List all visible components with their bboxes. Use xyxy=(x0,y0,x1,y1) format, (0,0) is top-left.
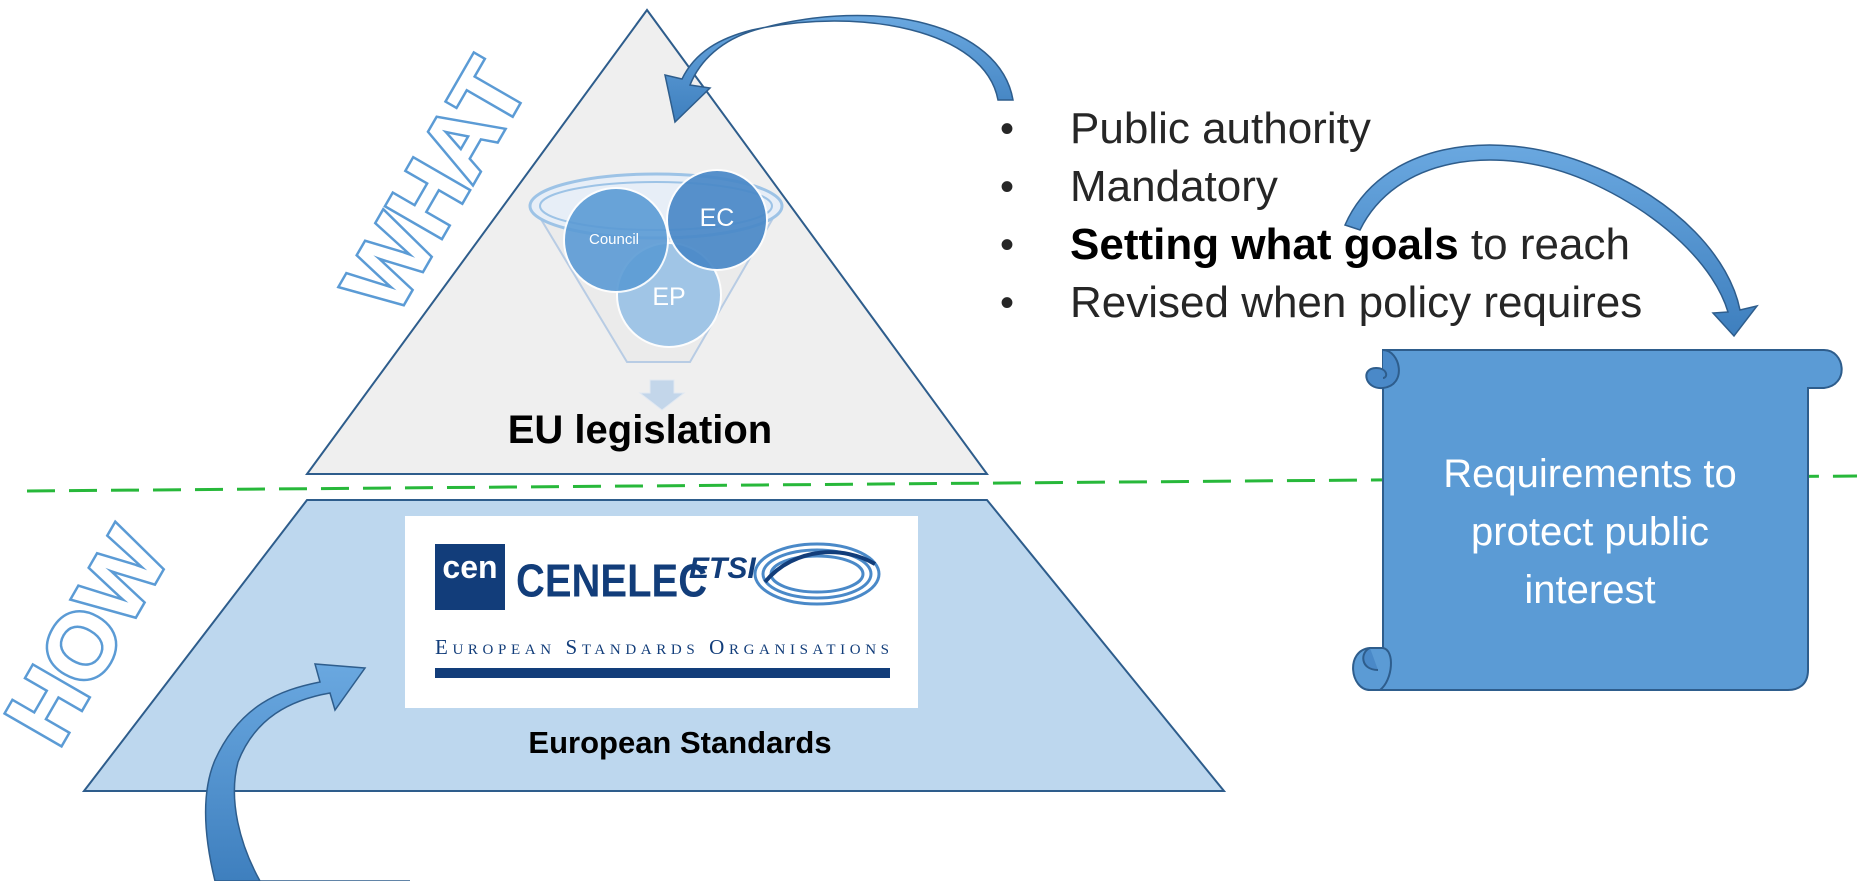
ec-circle xyxy=(666,169,768,271)
cen-logo-box xyxy=(435,544,505,610)
european-standards-caption: European Standards xyxy=(528,725,832,760)
characteristics-list: Public authority Mandatory Setting what … xyxy=(1000,100,1642,332)
legislation-funnel: Council EC EP xyxy=(528,169,784,411)
council-circle xyxy=(563,187,669,293)
etsi-logo-text: ETSI xyxy=(689,552,756,585)
etsi-swoosh-icon xyxy=(753,542,881,606)
funnel-down-arrow-icon xyxy=(638,379,686,411)
cenelec-logo-text: CENELEC xyxy=(516,556,707,607)
requirements-line-3: interest xyxy=(1524,568,1656,612)
council-label: Council xyxy=(589,231,639,248)
requirements-line-2: protect public xyxy=(1471,510,1709,554)
ep-label: EP xyxy=(652,283,685,311)
eu-legislation-caption: EU legislation xyxy=(507,408,773,452)
list-item: Public authority xyxy=(1000,100,1642,158)
logo-underline-bar xyxy=(435,668,890,678)
curved-arrow-to-legislation-icon xyxy=(664,14,1014,124)
list-item: Revised when policy requires xyxy=(1000,274,1642,332)
list-item: Mandatory xyxy=(1000,158,1642,216)
eso-tagline: European Standards Organisations xyxy=(435,635,890,659)
eso-logo-panel: cen CENELEC ETSI European Standards Orga… xyxy=(405,516,918,708)
ec-label: EC xyxy=(700,204,735,232)
list-item: Setting what goals to reach xyxy=(1000,216,1642,274)
requirements-line-1: Requirements to xyxy=(1443,452,1737,496)
requirements-scroll xyxy=(1352,349,1843,691)
curved-arrow-to-standards-icon xyxy=(204,663,410,881)
cen-logo-text: cen xyxy=(442,549,497,585)
requirements-text: Requirements to protect public interest xyxy=(1410,445,1770,619)
